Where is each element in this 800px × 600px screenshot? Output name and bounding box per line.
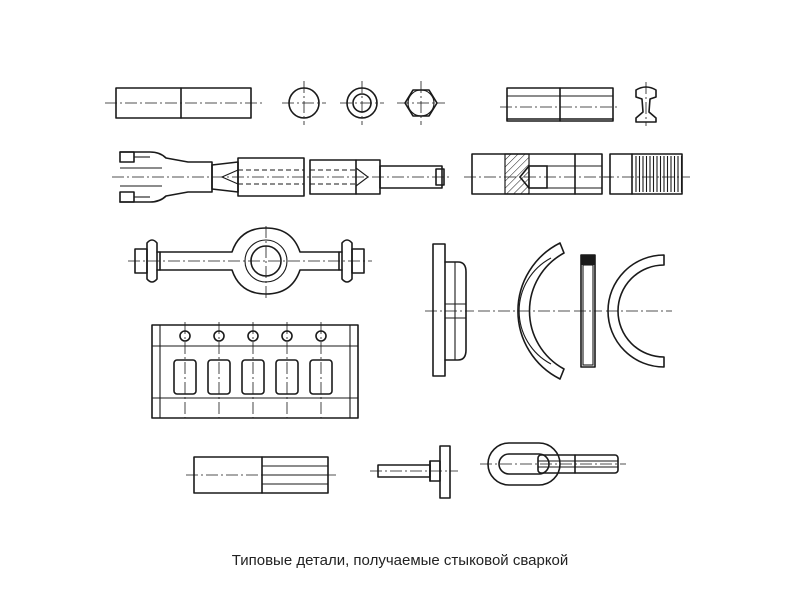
axle-housing xyxy=(128,226,372,298)
half-ring-wide xyxy=(478,242,570,380)
figure-caption: Типовые детали, получаемые стыковой свар… xyxy=(231,552,569,569)
fork-shaft-assembly xyxy=(112,151,452,203)
valve-blank xyxy=(370,445,458,499)
rail-butt-joint xyxy=(500,87,620,122)
grate-frame xyxy=(151,322,359,419)
knurled-cutter-blank xyxy=(602,153,690,195)
ring-section xyxy=(574,254,602,368)
hexagon-section xyxy=(397,81,445,125)
grate-cell xyxy=(241,322,265,418)
welded-parts-drawing xyxy=(105,81,690,499)
grate-cell xyxy=(309,322,333,418)
tube-section xyxy=(340,81,384,125)
drill-with-shank xyxy=(464,153,612,195)
chain-link xyxy=(480,442,626,486)
rod-butt-joint xyxy=(105,87,262,119)
grate-cell xyxy=(275,322,299,418)
grate-cell xyxy=(207,322,231,418)
bar-stock-joint xyxy=(186,456,336,494)
half-ring-narrow xyxy=(606,254,672,368)
round-section xyxy=(282,81,326,125)
rail-profile xyxy=(635,82,657,126)
grate-cell xyxy=(173,322,197,418)
ring-flange xyxy=(425,243,474,377)
